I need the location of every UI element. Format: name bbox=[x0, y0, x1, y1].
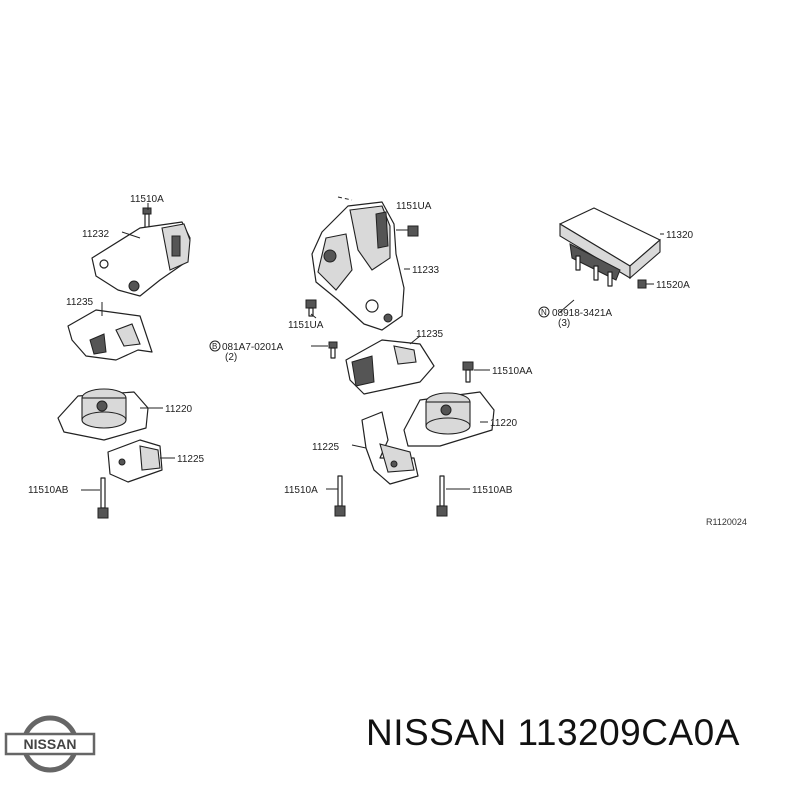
marker-b: B bbox=[212, 342, 217, 351]
diagram-reference-code: R1120024 bbox=[706, 517, 747, 527]
label-08918-3421a: 08918-3421A bbox=[552, 308, 612, 319]
bolt-1151ua-top bbox=[396, 225, 419, 237]
label-11225-mid: 11225 bbox=[312, 442, 340, 453]
label-11520a: 11520A bbox=[656, 280, 690, 291]
bracket-11233 bbox=[311, 201, 405, 331]
insulator-11220-right bbox=[403, 391, 495, 447]
label-11510a-bottom: 11510A bbox=[284, 485, 318, 496]
bracket-11225-left bbox=[107, 439, 163, 483]
heat-shield-11235-mid bbox=[345, 339, 435, 395]
bolt-11510ab-right bbox=[436, 475, 448, 517]
bracket-11232 bbox=[91, 221, 191, 297]
label-1151ua-top: 1151UA bbox=[396, 201, 432, 212]
logo-text: NISSAN bbox=[24, 736, 77, 752]
bolt-1151ua-mid bbox=[305, 299, 317, 317]
label-11225-left: 11225 bbox=[177, 454, 205, 465]
label-11235-left: 11235 bbox=[66, 297, 94, 308]
bolt-11510a-top bbox=[142, 207, 152, 229]
label-11233: 11233 bbox=[412, 265, 440, 276]
label-081a7-qty: (2) bbox=[225, 352, 237, 363]
marker-n: N bbox=[541, 308, 547, 317]
label-11510aa: 11510AA bbox=[492, 366, 533, 377]
label-08918-qty: (3) bbox=[558, 318, 570, 329]
parts-diagram: 11510A 11232 11235 11220 11225 11510AB 1… bbox=[28, 194, 747, 527]
marker-n-circle bbox=[538, 306, 550, 318]
label-081a7-0201a: 081A7-0201A bbox=[222, 342, 283, 353]
marker-b-circle bbox=[209, 340, 221, 352]
label-11320: 11320 bbox=[666, 230, 694, 241]
bolt-11510aa bbox=[462, 361, 474, 383]
part-number-caption: NISSAN 113209CA0A bbox=[366, 712, 740, 753]
label-11510a-top: 11510A bbox=[130, 194, 164, 205]
label-11510ab-right: 11510AB bbox=[472, 485, 513, 496]
label-11232: 11232 bbox=[82, 229, 110, 240]
label-11235-mid: 11235 bbox=[416, 329, 444, 340]
mount-11320 bbox=[559, 207, 661, 287]
leader-lines bbox=[81, 203, 664, 491]
insulator-11220-left bbox=[57, 388, 149, 441]
label-1151ua-mid: 1151UA bbox=[288, 320, 324, 331]
bolt-11510ab-left bbox=[97, 477, 109, 519]
bracket-11225-mid bbox=[361, 411, 419, 485]
label-11220-right: 11220 bbox=[490, 418, 518, 429]
nut-11520a bbox=[637, 279, 647, 289]
bracket-centerline-top bbox=[337, 196, 353, 201]
heat-shield-11235-left bbox=[67, 309, 153, 361]
label-11220-left: 11220 bbox=[165, 404, 193, 415]
label-11510ab-left: 11510AB bbox=[28, 485, 69, 496]
bolt-11510a-bottom bbox=[334, 475, 346, 517]
bolt-081a7-0201a bbox=[328, 341, 338, 359]
nissan-logo: NISSAN bbox=[4, 715, 96, 773]
